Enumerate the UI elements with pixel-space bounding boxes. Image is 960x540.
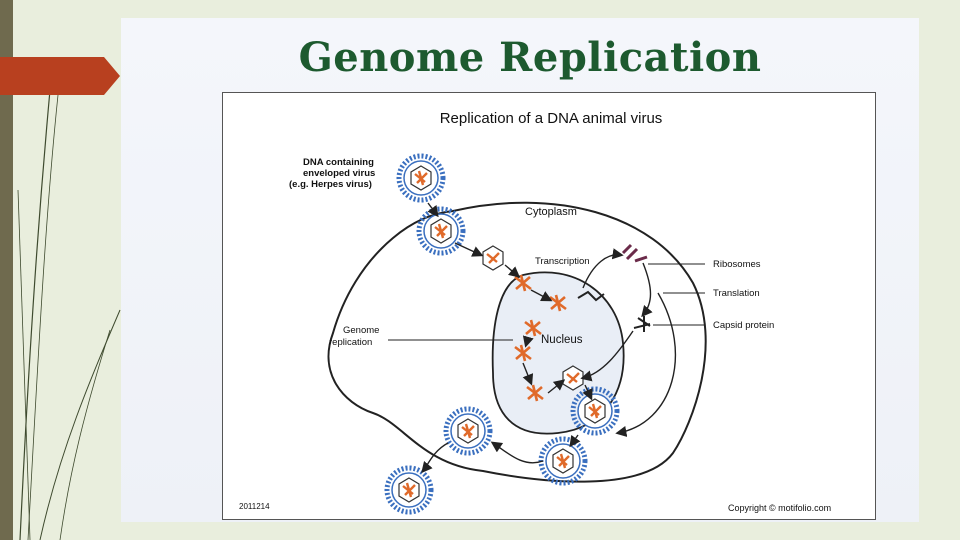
figure-id: 2011214: [239, 502, 270, 511]
copyright-label: Copyright © motifolio.com: [728, 503, 831, 513]
slide-title: Genome Replication: [298, 34, 762, 81]
translation-label: Translation: [713, 288, 760, 299]
assembled-capsid-icon: [561, 364, 585, 392]
free-virion-icon: [387, 468, 431, 512]
leader-lines: [388, 263, 705, 341]
exiting-virion-icon: [541, 439, 585, 483]
transcription-label: Transcription: [535, 256, 590, 267]
ribosomes-label: Ribosomes: [713, 259, 761, 270]
virus-replication-figure: Replication of a DNA animal virus: [222, 92, 876, 520]
entering-virion-icon: [399, 156, 443, 200]
capsid-icon: [481, 244, 505, 272]
genome-replication-label-line1: Genome: [343, 325, 379, 336]
cell-membrane: [327, 201, 707, 483]
decorative-lines: [17, 89, 121, 540]
cytoplasm-label: Cytoplasm: [525, 206, 577, 218]
red-tab-marker: [0, 57, 120, 95]
nucleus-label: Nucleus: [541, 334, 583, 346]
sidebar-stripe: [0, 0, 13, 540]
mrna-icon: [577, 290, 605, 302]
capsid-protein-icon: [633, 316, 651, 332]
flow-arrows: [421, 202, 677, 474]
virus-label-line2: enveloped virus: [303, 168, 375, 179]
attached-virion-icon: [419, 209, 463, 253]
capsid-protein-label: Capsid protein: [713, 320, 774, 331]
virus-label-line3: (e.g. Herpes virus): [289, 179, 372, 190]
ribosomes-icon: [621, 243, 648, 263]
virus-label-line1: DNA containing: [303, 157, 374, 168]
genome-replication-label-line2: replication: [329, 337, 372, 348]
released-virion-icon: [446, 409, 490, 453]
figure-heading: Replication of a DNA animal virus: [440, 110, 663, 127]
